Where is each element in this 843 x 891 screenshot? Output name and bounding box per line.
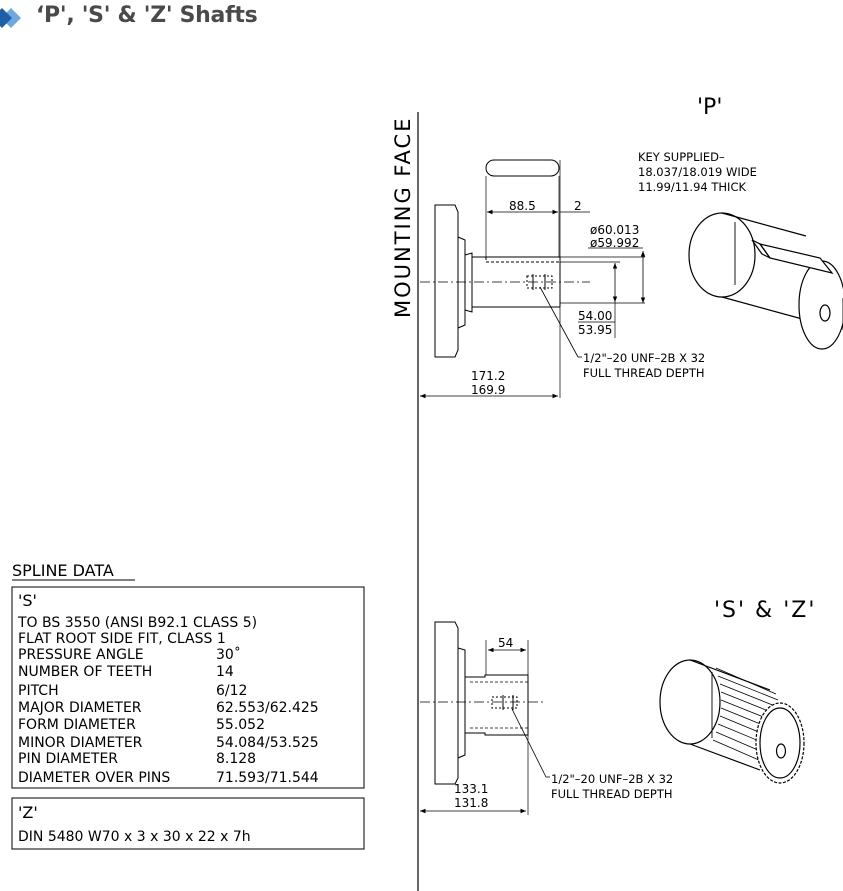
table-row-value: 8.128 <box>216 751 256 767</box>
table-row-value: 55.052 <box>216 717 265 733</box>
sz-dim-spline: 54 <box>498 636 513 650</box>
mounting-face-label: MOUNTING FACE <box>391 117 415 319</box>
p-dia-2: ø59.992 <box>590 236 639 250</box>
table-row-name: MINOR DIAMETER <box>18 735 143 751</box>
z-table-label: 'Z' <box>18 803 38 822</box>
table-row-value: 6/12 <box>216 683 247 699</box>
p-length-1: 171.2 <box>471 369 505 383</box>
p-shaft-drawing <box>420 159 646 399</box>
diamond-logo-icon <box>0 8 21 28</box>
sz-shaft-3d-view <box>659 659 805 784</box>
p-label: 'P' <box>697 95 722 120</box>
table-row-value: 14 <box>216 664 234 680</box>
s-standard-1: TO BS 3550 (ANSI B92.1 CLASS 5) <box>17 615 257 631</box>
table-row-name: PITCH <box>18 683 59 699</box>
sz-length-1: 133.1 <box>454 782 488 796</box>
p-key-note-1: KEY SUPPLIED– <box>638 150 725 164</box>
p-dim-54-1: 54.00 <box>578 309 612 323</box>
p-dia-1: ø60.013 <box>590 223 639 237</box>
s-table-rows: PRESSURE ANGLE 30˚ NUMBER OF TEETH 14 PI… <box>18 646 319 786</box>
p-thread-line-1: 1/2"–20 UNF–2B X 32 <box>583 351 705 365</box>
p-length-2: 169.9 <box>471 383 505 397</box>
sz-label: 'S' & 'Z' <box>714 598 816 623</box>
z-table-box <box>11 797 365 850</box>
sz-thread-line-2: FULL THREAD DEPTH <box>551 787 673 801</box>
p-thread-line-2: FULL THREAD DEPTH <box>583 366 705 380</box>
p-key-note-3: 11.99/11.94 THICK <box>638 180 746 194</box>
p-dim-key-length: 88.5 <box>509 199 536 213</box>
table-row-name: NUMBER OF TEETH <box>18 664 152 680</box>
sz-thread-line-1: 1/2"–20 UNF–2B X 32 <box>551 772 673 786</box>
s-table-box <box>11 586 365 789</box>
table-row-value: 71.593/71.544 <box>216 770 319 786</box>
sz-length-2: 131.8 <box>454 796 488 810</box>
table-row-name: PRESSURE ANGLE <box>18 647 144 663</box>
spline-heading: SPLINE DATA <box>12 561 114 580</box>
page-title: ‘P', 'S' & 'Z' Shafts <box>36 3 258 28</box>
s-standard-2: FLAT ROOT SIDE FIT, CLASS 1 <box>18 631 226 647</box>
z-spec: DIN 5480 W70 x 3 x 30 x 22 x 7h <box>18 829 251 845</box>
p-dim-key-offset: 2 <box>574 199 582 213</box>
table-row-value: 62.553/62.425 <box>216 700 319 716</box>
table-row-name: PIN DIAMETER <box>18 751 118 767</box>
table-row-name: MAJOR DIAMETER <box>18 700 142 716</box>
p-shaft-3d-view <box>688 212 843 350</box>
table-row-value: 30˚ <box>216 646 241 663</box>
table-row-name: FORM DIAMETER <box>18 717 136 733</box>
sz-shaft-drawing <box>420 621 550 815</box>
p-key-note-2: 18.037/18.019 WIDE <box>638 165 757 179</box>
table-row-value: 54.084/53.525 <box>216 735 319 751</box>
p-dim-54-2: 53.95 <box>578 323 612 337</box>
s-table-label: 'S' <box>18 591 37 610</box>
table-row-name: DIAMETER OVER PINS <box>18 770 170 786</box>
